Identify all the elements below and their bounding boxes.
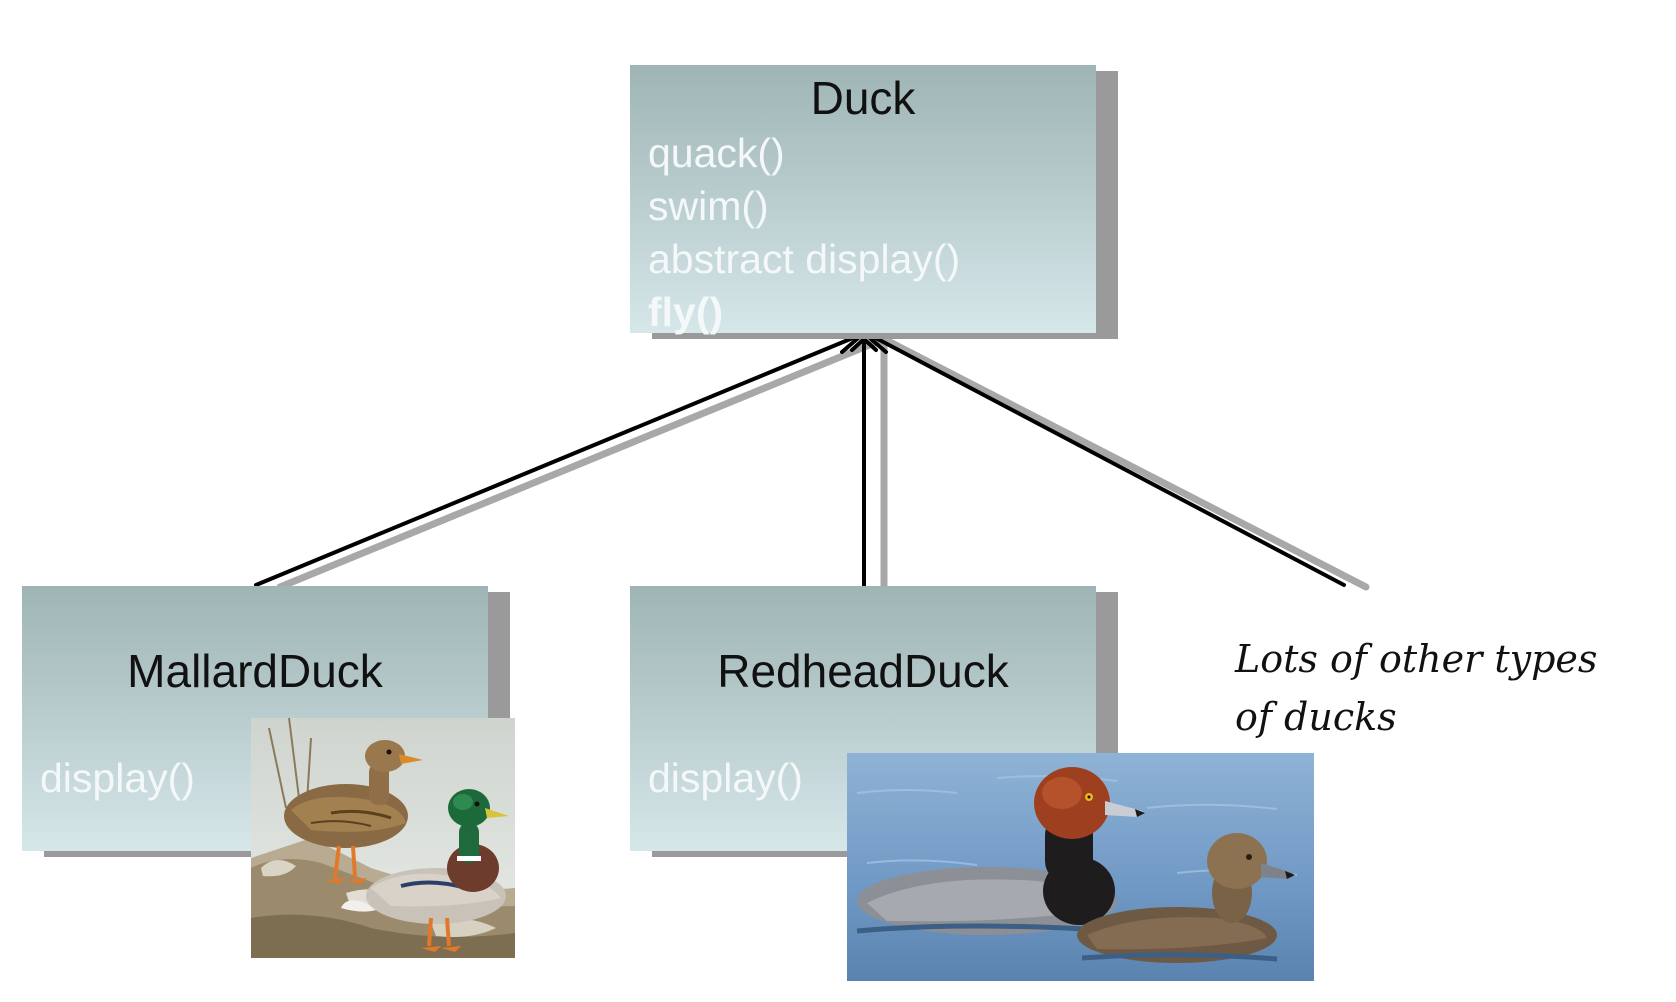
- other-ducks-note: Lots of other types of ducks: [1235, 630, 1655, 746]
- mallard-duck-photo: [251, 718, 515, 958]
- redhead-duck-photo: [847, 753, 1314, 981]
- method-display-redhead: display(): [648, 755, 803, 801]
- redhead-class-name: RedheadDuck: [717, 645, 1009, 697]
- duck-class-name: Duck: [810, 72, 916, 124]
- note-line-1: Lots of other types: [1235, 637, 1598, 681]
- arrowhead: [840, 330, 888, 354]
- duck-class-box: Duck quack() swim() abstract display() f…: [630, 65, 1096, 333]
- method-swim: swim(): [648, 183, 769, 229]
- method-quack: quack(): [648, 130, 785, 176]
- arrow-others-to-duck: [868, 333, 1346, 587]
- method-display-mallard: display(): [40, 755, 195, 801]
- method-abstract-display: abstract display(): [648, 236, 961, 282]
- note-line-2: of ducks: [1235, 695, 1397, 739]
- mallard-class-name: MallardDuck: [127, 645, 383, 697]
- arrow-mallard-to-duck: [254, 333, 862, 587]
- method-fly: fly(): [648, 289, 724, 335]
